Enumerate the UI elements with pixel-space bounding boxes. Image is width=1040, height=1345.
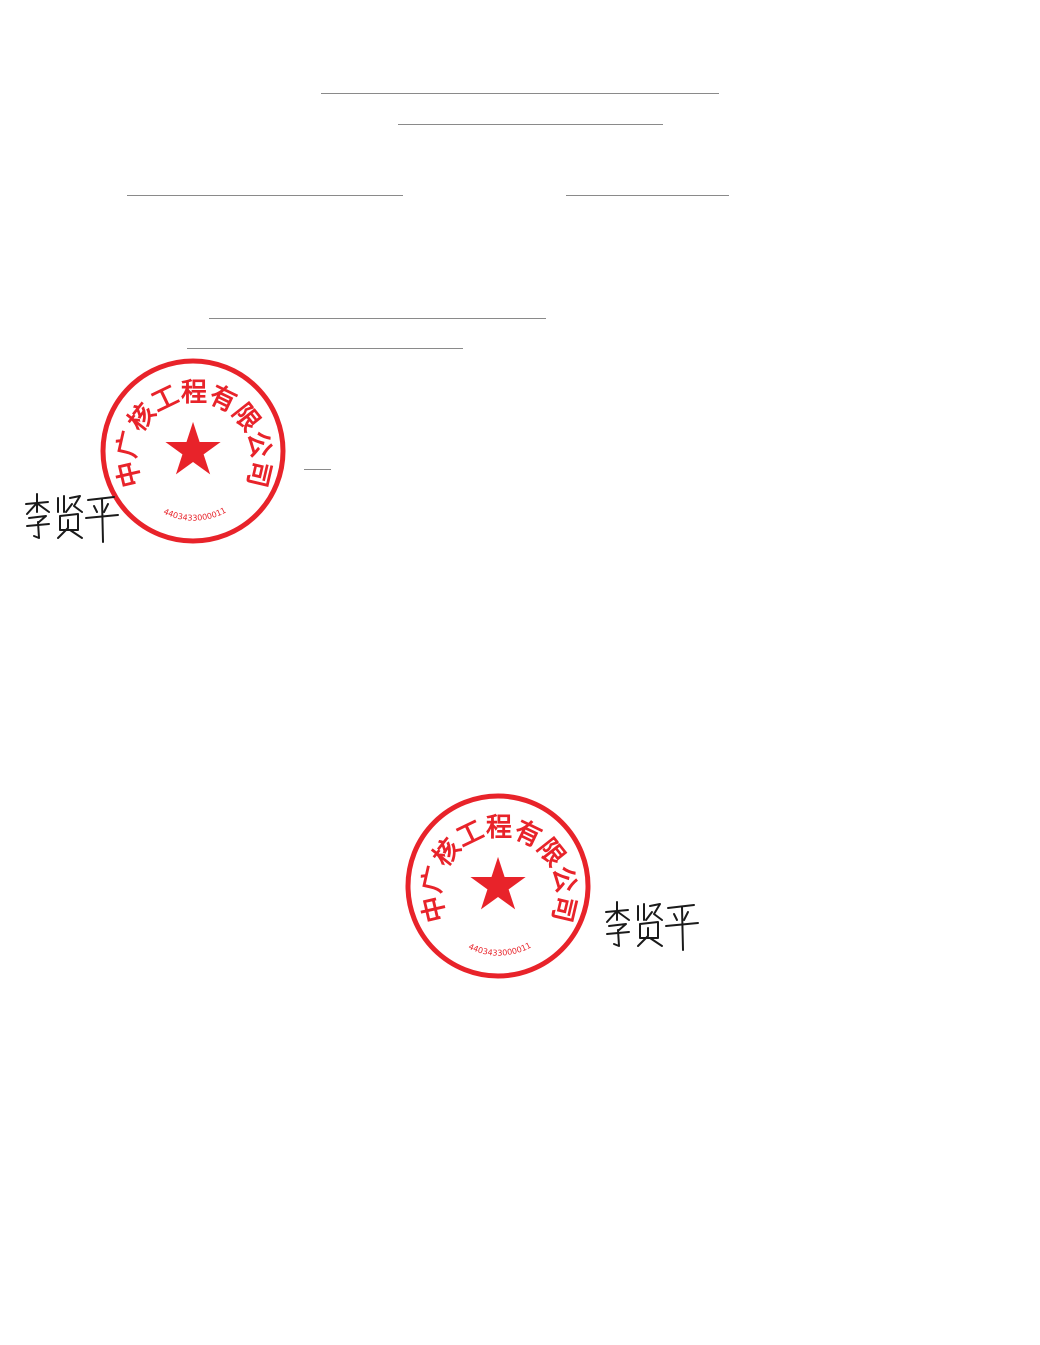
- handwritten-signature: [25, 493, 119, 543]
- seal-serial-number: 4403433000011: [467, 941, 533, 958]
- seal-star-icon: ★: [161, 407, 226, 491]
- fill-in-line: [209, 318, 546, 319]
- seal-serial-number: 4403433000011: [162, 506, 228, 523]
- seal-ring: [100, 358, 286, 544]
- company-seal: 中广核工程有限公司 ★ 4403433000011: [405, 793, 591, 979]
- fill-in-line: [566, 195, 729, 196]
- fill-in-line: [187, 348, 463, 349]
- fill-in-line: [398, 124, 663, 125]
- fill-in-line: [304, 469, 331, 470]
- handwritten-signature: [605, 901, 699, 951]
- company-seal: 中广核工程有限公司 ★ 4403433000011: [100, 358, 286, 544]
- fill-in-line: [127, 195, 403, 196]
- fill-in-line: [321, 93, 719, 94]
- seal-ring: [405, 793, 591, 979]
- seal-star-icon: ★: [466, 842, 531, 926]
